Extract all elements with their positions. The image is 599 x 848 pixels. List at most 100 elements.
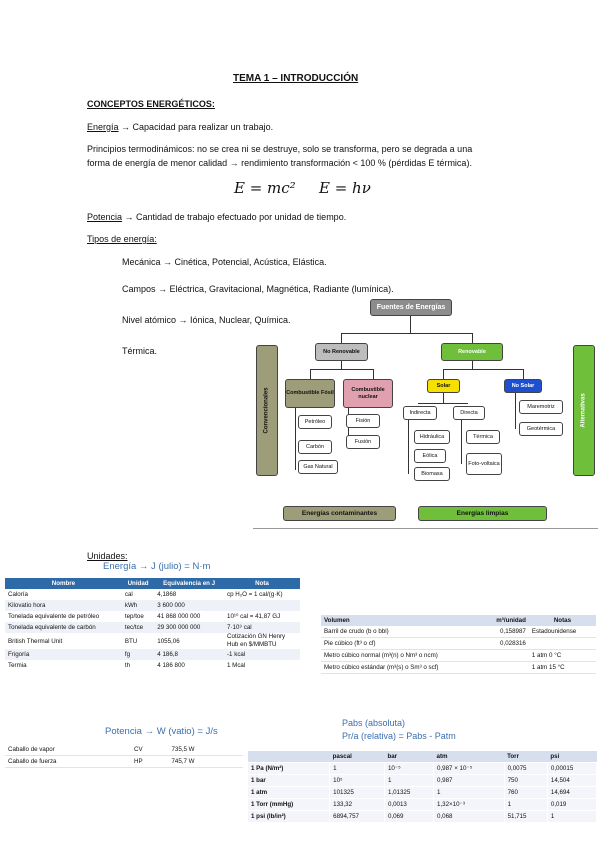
tipo-campos: Campos → Eléctrica, Gravitacional, Magné… xyxy=(122,284,394,294)
cell: kWh xyxy=(121,600,155,611)
cell: 735,5 W xyxy=(168,744,243,756)
cell: Termia xyxy=(8,662,27,669)
cell: 0,028316 xyxy=(481,637,529,650)
potencia-def: → Cantidad de trabajo efectuado por unid… xyxy=(124,212,347,222)
cell: 0,069 xyxy=(383,810,435,823)
label-convencionales: Convencionales xyxy=(263,387,270,434)
diagram-divider xyxy=(253,528,598,529)
col-header: Torr xyxy=(504,751,548,763)
footer-limpias: Energías limpias xyxy=(418,506,547,521)
cell: 133,32 xyxy=(329,798,385,811)
node-fosil: Combustible Fósil xyxy=(285,379,335,408)
node-eolica: Eólica xyxy=(414,449,446,463)
cell xyxy=(481,649,529,662)
cell: Pie cúbico (ft³ o cf) xyxy=(321,637,482,650)
table-row: Termia th 4 186 800 1 Mcal xyxy=(5,660,300,671)
cell: 4 186,8 xyxy=(154,649,224,660)
col-header: Notas xyxy=(528,615,596,626)
label-alternativas: Alternativas xyxy=(580,393,587,428)
node-fision: Fisión xyxy=(346,414,380,428)
cell: 1 xyxy=(546,810,598,823)
unidades-heading: Unidades: xyxy=(87,551,128,561)
col-header: psi xyxy=(547,751,597,763)
table-row: Pie cúbico (ft³ o cf)0,028316 xyxy=(321,637,596,650)
node-fuentes: Fuentes de Energías xyxy=(370,299,452,316)
cell xyxy=(528,637,596,650)
bar-convencionales: Convencionales xyxy=(256,345,278,476)
cell: 1 xyxy=(433,786,505,799)
pabs-text: Pabs (absoluta) xyxy=(342,718,406,728)
node-no-solar: No Solar xyxy=(504,379,542,393)
cell: 0,019 xyxy=(546,798,598,811)
cell: 1 xyxy=(383,774,435,787)
cell: 1 psi (lb/in²) xyxy=(246,810,331,823)
node-hidraulica: Hidráulica xyxy=(414,430,450,444)
col-header: bar xyxy=(384,751,434,763)
cell: 745,7 W xyxy=(168,755,243,768)
cell: Caloría xyxy=(8,591,28,598)
cell: 750 xyxy=(503,774,548,787)
equation-einstein: E = mc² xyxy=(234,179,296,197)
table-header-row: pascal bar atm Torr psi xyxy=(247,751,597,763)
cell: 10⁵ xyxy=(329,774,385,787)
cell: 51,715 xyxy=(503,810,548,823)
principios-line-2: forma de energía de menor calidad → rend… xyxy=(87,158,472,168)
cell: -1 kcal xyxy=(224,649,300,660)
col-header xyxy=(247,751,330,763)
cell: 7·10⁹ cal xyxy=(224,622,300,633)
footer-contaminantes: Energías contaminantes xyxy=(283,506,396,521)
cell: 0,987 xyxy=(433,774,505,787)
col-header: atm xyxy=(433,751,505,763)
node-termica: Térmica xyxy=(466,430,500,444)
cell: Estadounidense xyxy=(528,626,596,638)
node-indirecta: Indirecta xyxy=(403,406,437,420)
cell: cal xyxy=(124,591,133,598)
cell: 29 300 000 000 xyxy=(154,622,224,633)
col-header: Volumen xyxy=(321,615,482,626)
cell: 1 bar xyxy=(246,774,331,787)
cell: 1 atm 15 °C xyxy=(528,661,596,674)
cell: 41 868 000 000 xyxy=(157,613,201,620)
cell: 6894,757 xyxy=(329,810,385,823)
equation-planck: E = hν xyxy=(319,179,371,197)
node-petroleo: Petróleo xyxy=(298,415,332,429)
col-header: m³/unidad xyxy=(481,615,529,626)
cell: CV xyxy=(131,744,169,756)
tipo-atomico: Nivel atómico → Iónica, Nuclear, Química… xyxy=(122,315,291,325)
col-header: Equivalencia en J xyxy=(154,578,224,589)
energia-unit: Energía → J (julio) = N·m xyxy=(103,561,211,572)
cell: 4 186 800 xyxy=(157,662,185,669)
cell: 14,694 xyxy=(546,786,598,799)
potencia-line: Potencia → Cantidad de trabajo efectuado… xyxy=(87,211,346,223)
cell: Caballo de fuerza xyxy=(5,755,131,768)
cell: th xyxy=(124,662,131,669)
potencia-term: Potencia xyxy=(87,212,123,222)
cell: 4,1868 xyxy=(157,591,177,598)
tipos-heading: Tipos de energía: xyxy=(87,234,157,244)
cell: 760 xyxy=(503,786,548,799)
section-heading: CONCEPTOS ENERGÉTICOS: xyxy=(87,99,215,109)
cell: 1 Mcal xyxy=(227,662,246,669)
node-geotermica: Geotérmica xyxy=(519,422,563,436)
cell: British Thermal Unit xyxy=(8,637,63,645)
cell: Caballo de vapor xyxy=(5,744,131,756)
cell: 1,01325 xyxy=(383,786,435,799)
cell: 0,068 xyxy=(433,810,505,823)
principios-line-1: Principios termodinámicos: no se crea ni… xyxy=(87,144,473,154)
cell: Barril de crudo (b o bbl) xyxy=(321,626,482,638)
cell: 0,00015 xyxy=(546,762,598,775)
cell: fg xyxy=(121,649,155,660)
page-title: TEMA 1 – INTRODUCCIÓN xyxy=(233,73,359,84)
cell: 0,158987 xyxy=(481,626,529,638)
node-nuclear: Combustible nuclear xyxy=(343,379,393,408)
volume-units-table: Volumen m³/unidad Notas Barril de crudo … xyxy=(321,615,596,674)
